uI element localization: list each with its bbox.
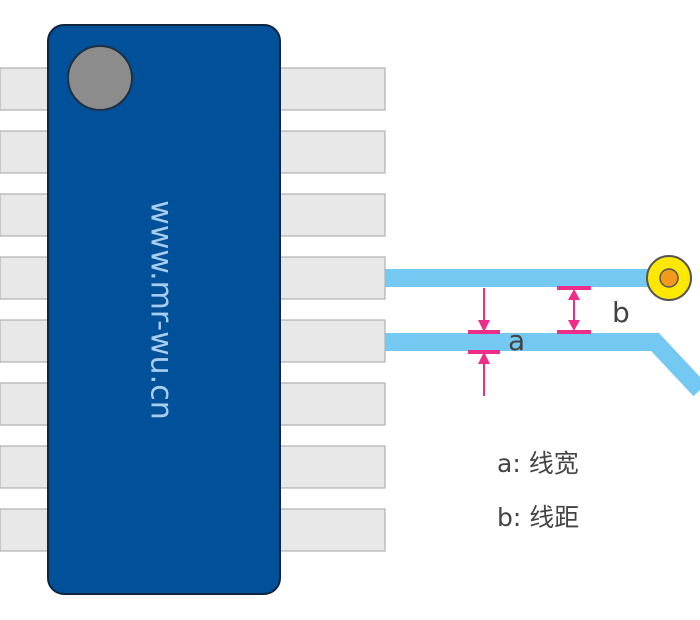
right-pin bbox=[275, 445, 386, 489]
spacing-dimension-label: b bbox=[612, 296, 630, 329]
left-pin bbox=[0, 130, 53, 174]
pin1-marker-icon bbox=[67, 45, 133, 111]
legend: a: 线宽 b: 线距 bbox=[497, 449, 579, 532]
spacing-dimension-marker bbox=[557, 286, 591, 334]
width-dimension-label: a bbox=[508, 324, 525, 357]
right-pin bbox=[275, 508, 386, 552]
chip-body bbox=[47, 24, 281, 595]
left-pin bbox=[0, 445, 53, 489]
left-pin bbox=[0, 382, 53, 426]
left-pin bbox=[0, 256, 53, 300]
lower-trace bbox=[385, 333, 700, 397]
right-pin bbox=[275, 319, 386, 363]
right-pin bbox=[275, 193, 386, 237]
right-pin bbox=[275, 130, 386, 174]
legend-item-width: a: 线宽 bbox=[497, 449, 579, 478]
legend-item-spacing: b: 线距 bbox=[497, 503, 579, 532]
right-pin bbox=[275, 382, 386, 426]
right-pin bbox=[275, 256, 386, 300]
left-pin bbox=[0, 508, 53, 552]
left-pin bbox=[0, 319, 53, 363]
left-pin-row bbox=[0, 67, 53, 552]
width-dimension-marker bbox=[468, 288, 500, 396]
via-icon bbox=[646, 255, 692, 301]
right-pin bbox=[275, 67, 386, 111]
left-pin bbox=[0, 67, 53, 111]
left-pin bbox=[0, 193, 53, 237]
chip-label: www.mr-wu.cn bbox=[144, 200, 179, 419]
right-pin-row bbox=[275, 67, 386, 552]
